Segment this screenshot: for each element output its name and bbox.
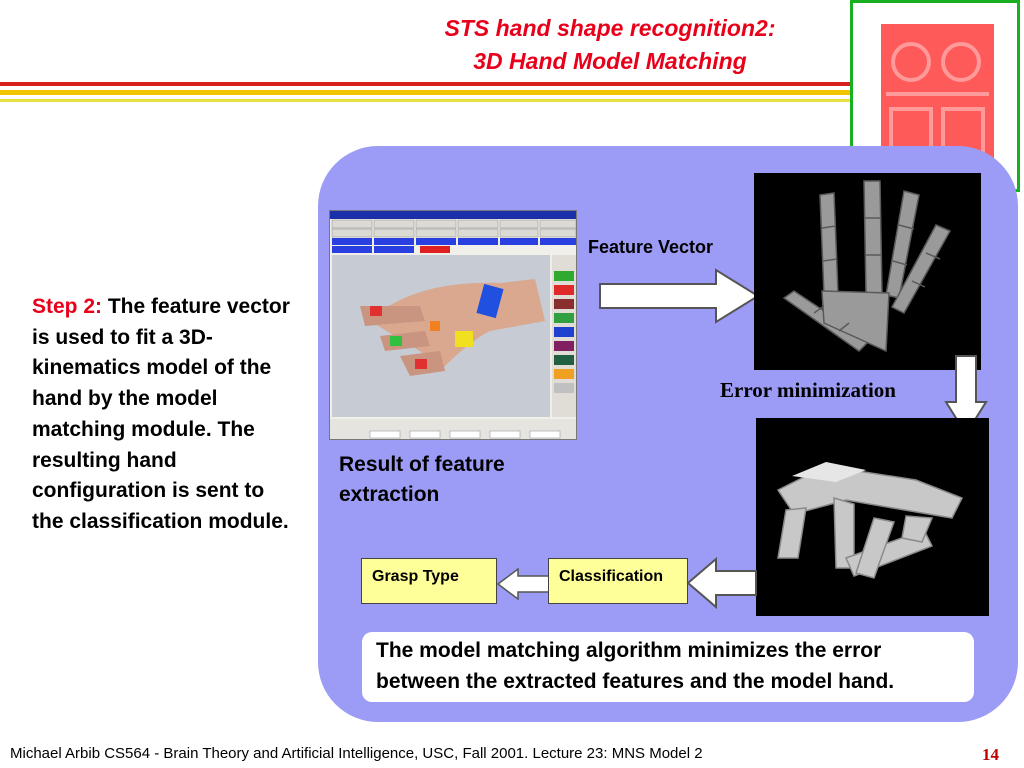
grasp-type-label: Grasp Type: [372, 568, 459, 585]
error-minimization-label: Error minimization: [720, 378, 896, 402]
slide-title: STS hand shape recognition2: 3D Hand Mod…: [330, 12, 890, 78]
footer-text: Michael Arbib CS564 - Brain Theory and A…: [10, 745, 703, 762]
right-arrow-icon: [599, 268, 760, 324]
left-arrow-icon-2: [686, 557, 757, 609]
feature-vector-label: Feature Vector: [588, 237, 714, 257]
step-description: Step 2: The feature vector is used to fi…: [32, 292, 294, 538]
bottom-description-text: The model matching algorithm minimizes t…: [376, 639, 895, 693]
result-label-line1: Result of feature: [339, 453, 505, 476]
slide-title-line2: 3D Hand Model Matching: [473, 48, 747, 74]
result-label: Result of feature extraction: [339, 450, 505, 510]
feature-extraction-screenshot: [329, 210, 577, 440]
model-hand-image-initial: [754, 173, 981, 370]
model-hand-image-fitted: [756, 418, 989, 616]
bottom-description-box: The model matching algorithm minimizes t…: [362, 632, 974, 702]
classification-label: Classification: [559, 568, 664, 585]
grasp-type-box: Grasp Type: [361, 558, 497, 604]
header-stripe-red: [0, 82, 850, 86]
left-arrow-icon: [496, 567, 551, 601]
header-stripe-yellow-2: [0, 99, 850, 102]
page-number: 14: [982, 745, 999, 764]
classification-box: Classification: [548, 558, 688, 604]
header-stripe-yellow: [0, 90, 850, 95]
step-label: Step 2:: [32, 295, 103, 318]
step-text: The feature vector is used to fit a 3D-k…: [32, 295, 290, 533]
result-label-line2: extraction: [339, 483, 440, 506]
slide-title-line1: STS hand shape recognition2:: [444, 15, 776, 41]
